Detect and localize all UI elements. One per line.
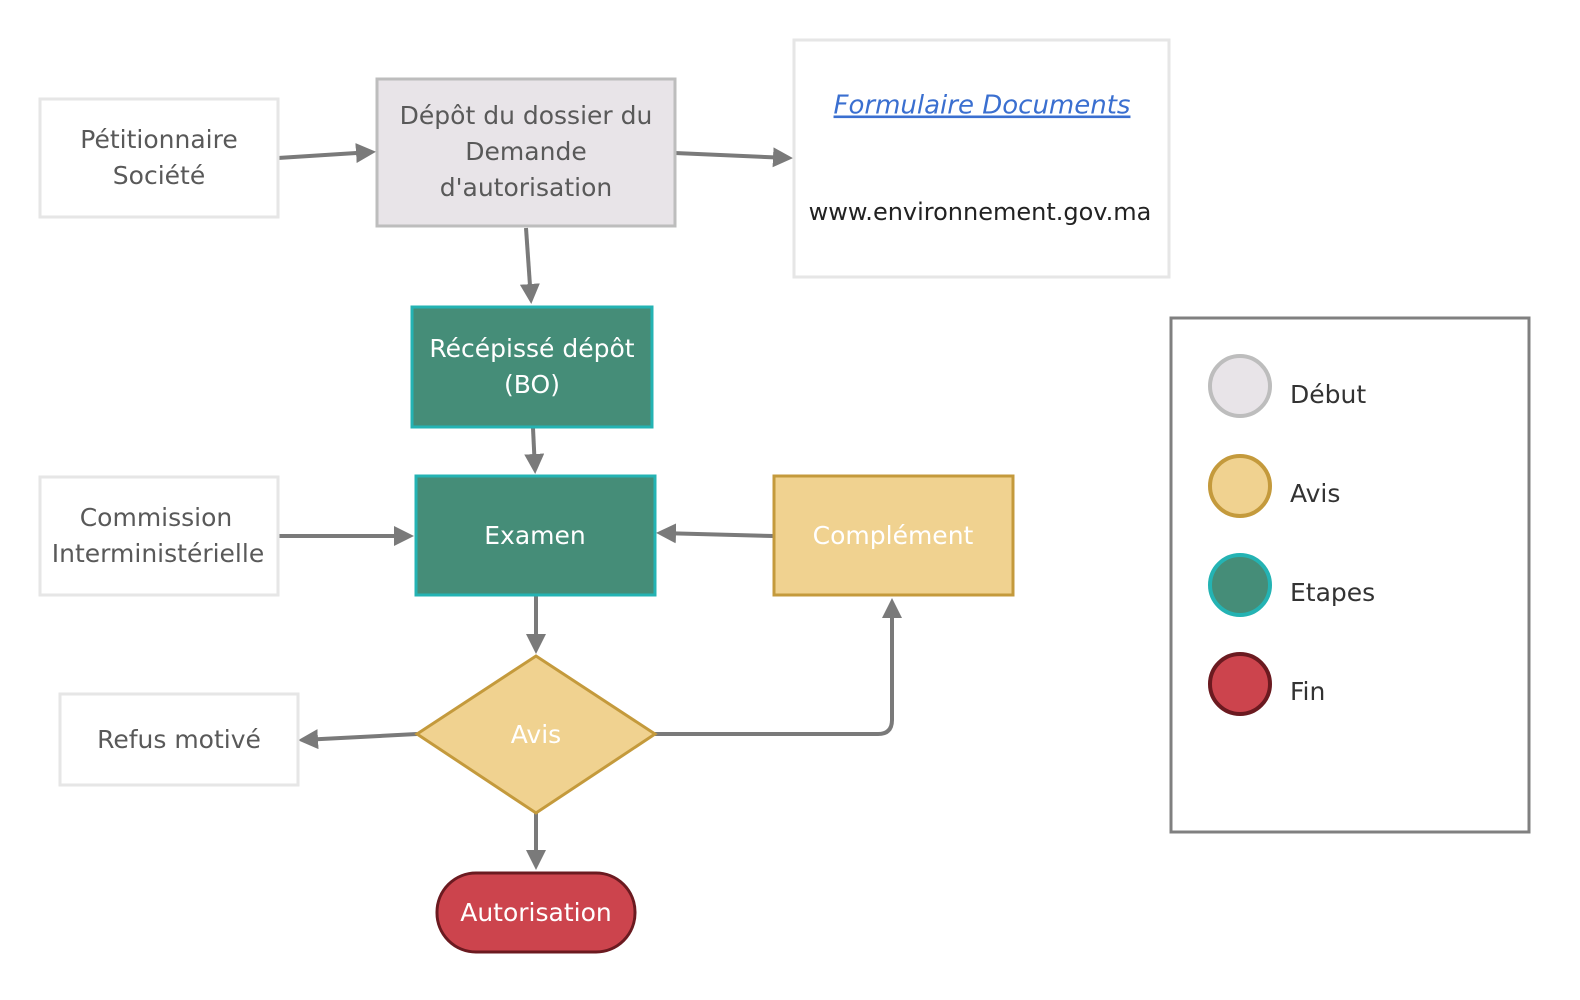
examen-label: Examen [484,521,586,550]
node-autorisation: Autorisation [435,871,637,954]
environnement-url-text: www.environnement.gov.ma [809,198,1152,226]
legend-label-avis: Avis [1290,479,1340,508]
node-avis-decision: Avis [414,654,658,815]
depot-line3: d'autorisation [440,173,612,202]
recepisse-line1: Récépissé dépôt [429,334,634,363]
node-petitionnaire: Pétitionnaire Société [38,97,280,219]
edge-depot-to-recepisse [519,227,540,304]
node-complement: Complément [772,474,1015,597]
edge-complement-to-examen [656,523,774,544]
commission-line1: Commission [80,503,233,532]
petitionnaire-line1: Pétitionnaire [80,125,237,154]
edge-recepisse-to-examen [524,427,545,474]
avis-label: Avis [511,720,561,749]
edge-depot-to-formulaire [674,147,793,168]
complement-label: Complément [813,521,974,550]
node-commission: Commission Interministérielle [38,475,280,597]
formulaire-documents-link[interactable]: Formulaire Documents [834,91,1131,121]
depot-line1: Dépôt du dossier du [400,101,653,130]
node-depot-dossier: Dépôt du dossier du Demande d'autorisati… [375,77,677,228]
recepisse-line2: (BO) [504,370,560,399]
edge-avis-to-complement [655,598,902,736]
node-recepisse: Récépissé dépôt (BO) [410,305,654,429]
legend-swatch-avis [1208,454,1272,518]
depot-line2: Demande [465,137,586,166]
petitionnaire-line2: Société [113,161,205,190]
legend-label-fin: Fin [1290,677,1325,706]
edge-petitionnaire-to-depot [277,143,376,163]
refus-label: Refus motivé [97,725,261,754]
autorisation-label: Autorisation [460,898,612,927]
node-examen: Examen [414,474,657,597]
legend-swatch-fin [1208,652,1272,716]
commission-line2: Interministérielle [52,539,264,568]
legend-swatch-debut [1208,354,1272,418]
legend-label-debut: Début [1290,380,1366,409]
legend: Début Avis Etapes Fin [1169,316,1531,834]
node-refus: Refus motivé [58,692,300,787]
edges [277,143,902,870]
legend-label-etapes: Etapes [1290,578,1375,607]
node-formulaire: Formulaire Documents www.environnement.g… [792,38,1171,279]
legend-swatch-etapes [1208,553,1272,617]
edge-avis-to-refus [298,729,418,750]
